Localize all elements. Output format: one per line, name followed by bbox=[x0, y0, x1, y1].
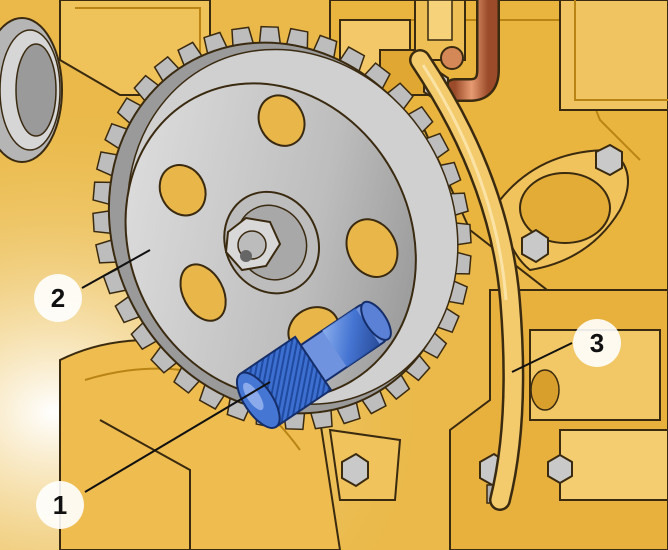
leader-line-1 bbox=[84, 381, 271, 493]
hub-nut bbox=[224, 216, 282, 272]
leader-line-3 bbox=[511, 342, 573, 373]
flange-right bbox=[498, 143, 629, 272]
callout-1: 1 bbox=[36, 481, 84, 529]
callout-2-label: 2 bbox=[51, 283, 65, 313]
belt-guard-rim bbox=[409, 49, 525, 511]
pulley-top-left bbox=[0, 17, 63, 163]
callout-1-label: 1 bbox=[53, 490, 67, 520]
callout-3-label: 3 bbox=[590, 328, 604, 358]
callout-2: 2 bbox=[34, 274, 82, 322]
locking-pin bbox=[235, 300, 392, 429]
gear-holes bbox=[158, 94, 399, 355]
callout-3: 3 bbox=[573, 319, 621, 367]
leader-lines bbox=[81, 249, 573, 493]
copper-pipe bbox=[440, 0, 500, 102]
leader-line-2 bbox=[81, 249, 151, 289]
